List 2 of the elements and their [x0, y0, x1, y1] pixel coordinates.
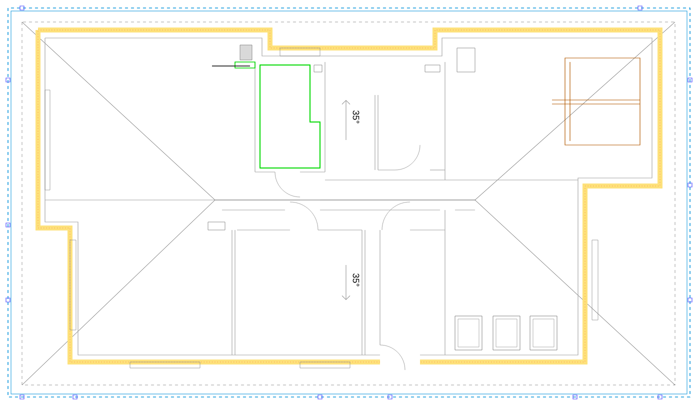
slope-label: 35° [352, 110, 360, 124]
slope-label: 35° [352, 274, 360, 286]
